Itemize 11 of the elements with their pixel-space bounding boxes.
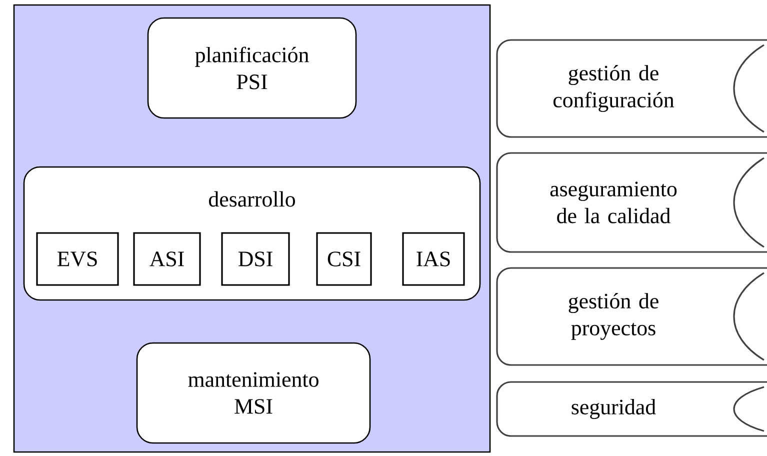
process-box: planificación PSI <box>147 17 357 119</box>
activity-box: ASI <box>133 232 201 286</box>
activity-box: EVS <box>36 232 119 286</box>
interface-tab: gestión de proyectos <box>496 267 767 366</box>
activity-box: CSI <box>316 232 372 286</box>
interface-tab: aseguramiento de la calidad <box>496 152 767 253</box>
interface-tab: gestión de configuración <box>496 39 767 138</box>
interface-tab: seguridad <box>496 381 767 437</box>
activity-box: IAS <box>402 232 465 286</box>
process-box: mantenimiento MSI <box>136 342 371 444</box>
activity-box: DSI <box>221 232 290 286</box>
